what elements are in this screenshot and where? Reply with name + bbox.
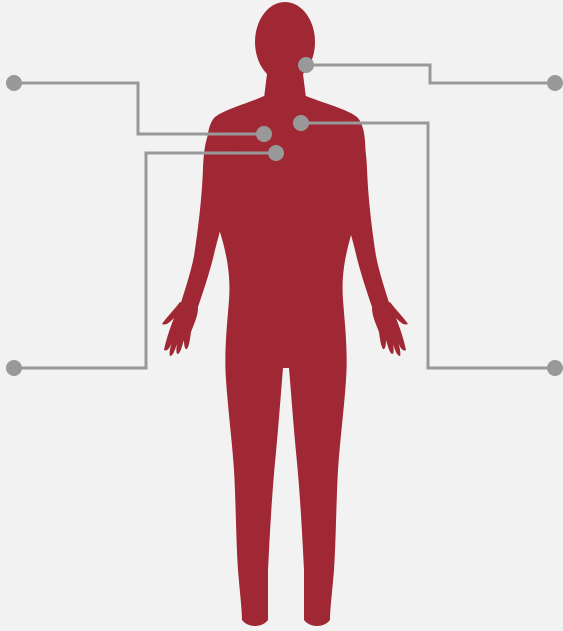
endpoint-top-right[interactable] (547, 75, 563, 91)
endpoint-top-left[interactable] (6, 75, 22, 91)
neck (264, 66, 306, 98)
endpoint-bottom-right[interactable] (547, 360, 563, 376)
marker-neck[interactable] (298, 57, 314, 73)
marker-chest-center[interactable] (268, 145, 284, 161)
left-hand (162, 302, 198, 356)
body-silhouette (162, 2, 408, 626)
right-hand (372, 302, 408, 356)
endpoint-bottom-left[interactable] (6, 360, 22, 376)
marker-upper-chest-right[interactable] (293, 115, 309, 131)
connector-neck (306, 65, 555, 83)
marker-upper-chest-left[interactable] (256, 126, 272, 142)
